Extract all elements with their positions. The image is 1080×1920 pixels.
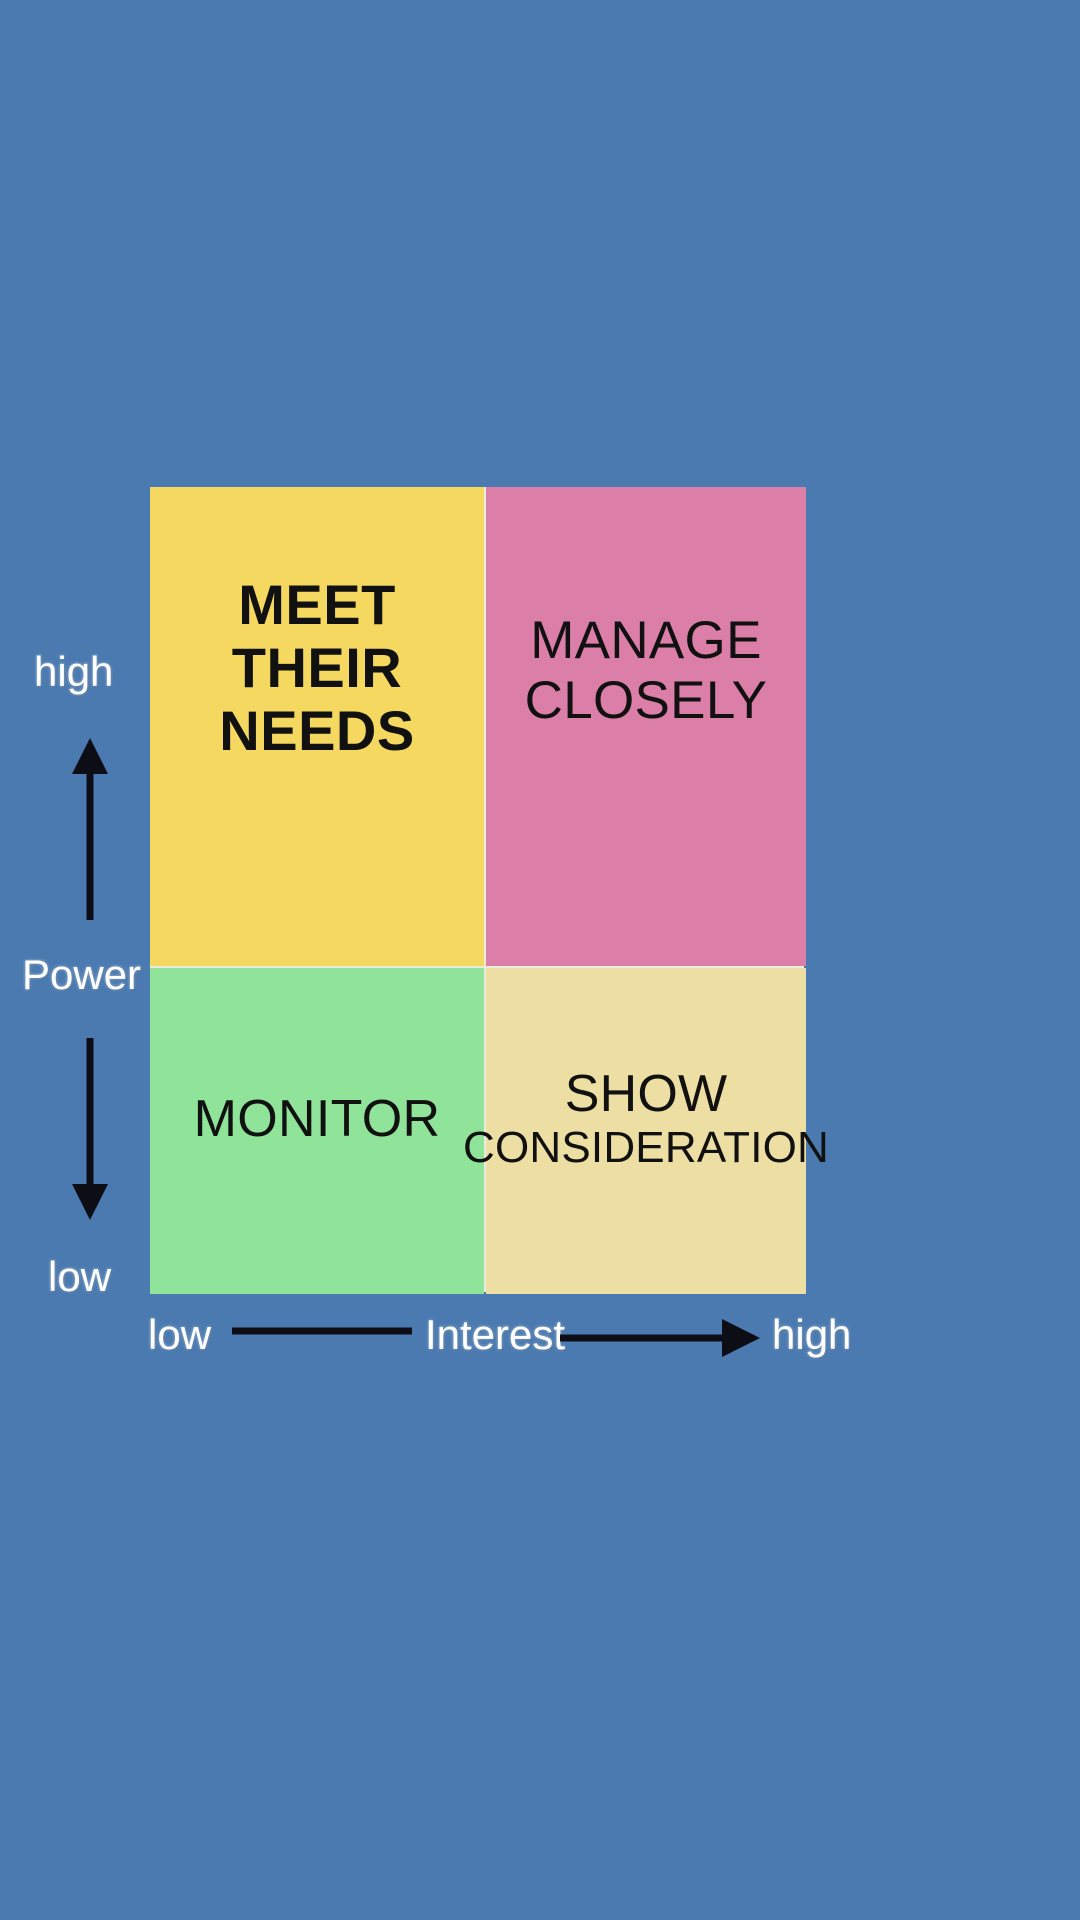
arrow-right-icon — [560, 1319, 760, 1357]
arrow-down-icon — [72, 1038, 108, 1220]
quadrant-show-consideration[interactable]: SHOW CONSIDERATION — [463, 968, 829, 1294]
quadrant-line: MANAGE — [530, 611, 762, 671]
quadrant-meet-their-needs-label: MEET THEIR NEEDS — [219, 574, 414, 762]
y-axis-low-label: low — [48, 1253, 112, 1300]
quadrant-line: SHOW — [564, 1065, 728, 1124]
arrow-up-icon — [72, 738, 108, 920]
quadrant-show-consideration-label: SHOW CONSIDERATION — [463, 1065, 829, 1173]
quadrant-manage-closely-label: MANAGE CLOSELY — [525, 611, 768, 730]
horizontal-rule-icon — [232, 1327, 412, 1335]
quadrant-line: CLOSELY — [524, 670, 768, 730]
quadrant-monitor-label: MONITOR — [193, 1089, 441, 1148]
y-axis-high-label: high — [34, 648, 114, 695]
quadrant-meet-their-needs[interactable]: MEET THEIR NEEDS — [150, 487, 484, 966]
quadrant-manage-closely[interactable]: MANAGE CLOSELY — [486, 487, 806, 966]
x-axis-title: Interest — [425, 1311, 566, 1358]
quadrant-line: NEEDS — [219, 698, 415, 762]
y-axis-title: Power — [22, 951, 142, 998]
quadrant-line: MEET — [238, 573, 396, 637]
stakeholder-matrix-grid: MEET THEIR NEEDS MANAGE CLOSELY MONITOR … — [150, 487, 829, 1294]
quadrant-line: CONSIDERATION — [462, 1123, 830, 1173]
quadrant-monitor[interactable]: MONITOR — [150, 968, 484, 1294]
quadrant-line: THEIR — [231, 636, 403, 700]
x-axis-high-label: high — [772, 1311, 852, 1358]
x-axis-low-label: low — [148, 1311, 212, 1358]
